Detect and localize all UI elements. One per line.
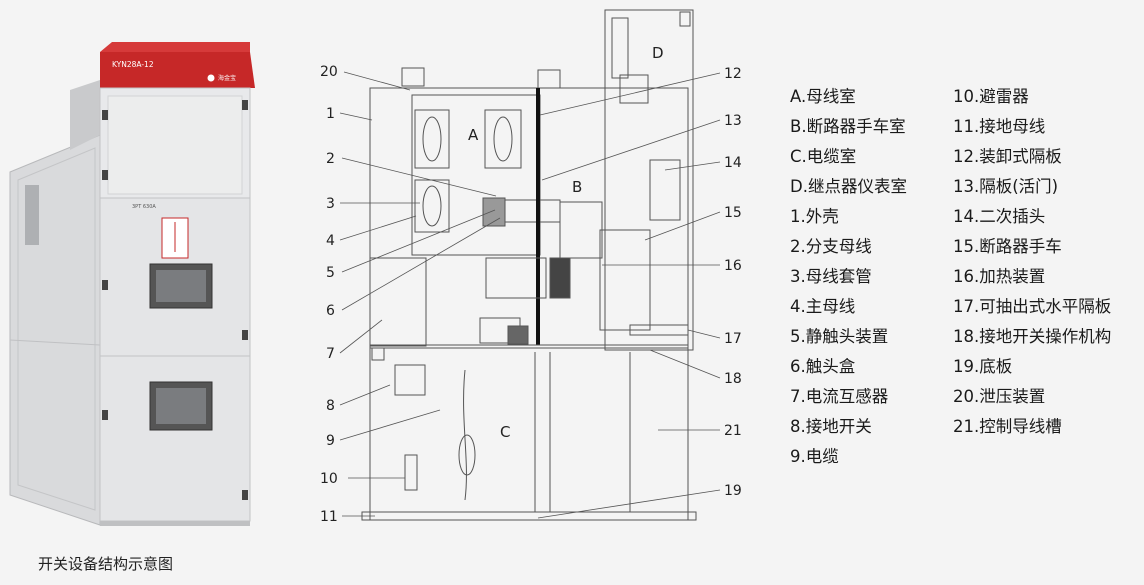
legend-item: 15.断路器手车: [953, 237, 1062, 256]
legend-left-column: A.母线室 B.断路器手车室 C.电缆室 D.继点器仪表室 1.外壳 2.分支母…: [790, 82, 907, 472]
callout-17: 17: [724, 331, 742, 347]
callout-1: 1: [326, 106, 335, 122]
legend-item: 2.分支母线: [790, 237, 872, 256]
compartment-label-c: C: [500, 423, 510, 441]
callout-5: 5: [326, 265, 335, 281]
callout-3: 3: [326, 196, 335, 212]
callout-10: 10: [320, 471, 338, 487]
legend-item: 17.可抽出式水平隔板: [953, 297, 1112, 316]
callout-18: 18: [724, 371, 742, 387]
legend-item: 14.二次插头: [953, 207, 1046, 226]
model-label: KYN28A-12: [112, 60, 154, 69]
callout-11: 11: [320, 509, 338, 525]
legend-item: 10.避雷器: [953, 87, 1029, 106]
callout-13: 13: [724, 113, 742, 129]
switchgear-product-image: KYN28A-12 海金宝 3PT 630A: [9, 42, 255, 526]
legend-item: 16.加热装置: [953, 267, 1046, 286]
legend-item: 20.泄压装置: [953, 387, 1046, 406]
legend-item: 11.接地母线: [953, 117, 1046, 136]
legend-item: 21.控制导线槽: [953, 417, 1062, 436]
compartment-label-a: A: [468, 126, 479, 144]
legend-item: 7.电流互感器: [790, 387, 889, 406]
legend-item: 13.隔板(活门): [953, 177, 1059, 196]
legend-item: B.断路器手车室: [790, 117, 906, 136]
callout-15: 15: [724, 205, 742, 221]
legend-item: 12.装卸式隔板: [953, 147, 1062, 166]
legend-right-column: 10.避雷器 11.接地母线 12.装卸式隔板 13.隔板(活门) 14.二次插…: [953, 82, 1111, 442]
legend-item: 3.母线套管: [790, 267, 872, 286]
compartment-label-b: B: [572, 178, 582, 196]
legend-item: 18.接地开关操作机构: [953, 327, 1112, 346]
callout-6: 6: [326, 303, 335, 319]
callout-7: 7: [326, 346, 335, 362]
compartment-label-d: D: [652, 44, 664, 62]
legend-item: 8.接地开关: [790, 417, 872, 436]
nameplate-text: 3PT 630A: [132, 204, 156, 210]
figure-caption: 开关设备结构示意图: [38, 555, 174, 573]
callout-9: 9: [326, 433, 335, 449]
legend-item: 5.静触头装置: [790, 327, 889, 346]
callout-19: 19: [724, 483, 742, 499]
brand-label: 海金宝: [218, 74, 236, 82]
legend-item: 9.电缆: [790, 447, 839, 466]
callout-16: 16: [724, 258, 742, 274]
callout-20: 20: [320, 64, 338, 80]
callout-14: 14: [724, 155, 742, 171]
legend-item: 1.外壳: [790, 207, 839, 226]
legend-item: 19.底板: [953, 357, 1013, 376]
callout-4: 4: [326, 233, 335, 249]
callout-21: 21: [724, 423, 742, 439]
legend-item: C.电缆室: [790, 147, 857, 166]
legend-item: 6.触头盒: [790, 357, 856, 376]
callout-2: 2: [326, 151, 335, 167]
callout-8: 8: [326, 398, 335, 414]
switchgear-cross-section-diagram: A B C D 20 1 2 3 4 5 6 7 8: [320, 9, 742, 525]
legend-item: A.母线室: [790, 87, 856, 106]
legend-item: D.继点器仪表室: [790, 177, 907, 196]
callout-12: 12: [724, 66, 742, 82]
legend-item: 4.主母线: [790, 297, 856, 316]
